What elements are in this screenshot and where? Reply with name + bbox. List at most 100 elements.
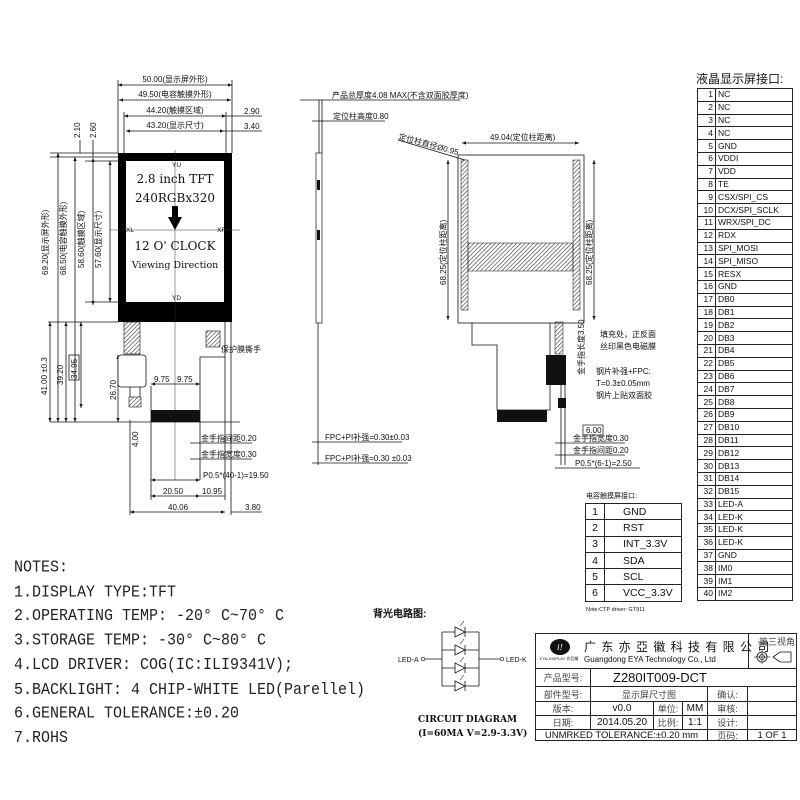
third-angle-projection-icon bbox=[754, 650, 792, 664]
led-diode-icon bbox=[442, 638, 479, 656]
led-k-terminal-icon bbox=[499, 656, 505, 662]
dim-400: 4.00 bbox=[131, 431, 140, 447]
pin-number: 20 bbox=[697, 331, 716, 345]
led-diode-icon bbox=[442, 620, 479, 638]
pin-signal: DB11 bbox=[715, 433, 793, 448]
pin-number: 1 bbox=[697, 88, 716, 102]
pin-signal: DB2 bbox=[715, 318, 793, 333]
viewing-direction-text: Viewing Direction bbox=[131, 260, 219, 271]
pin-number: 14 bbox=[697, 254, 716, 269]
pin-number: 2 bbox=[585, 519, 605, 537]
tear-tab-label: 保护膜撕手 bbox=[221, 344, 261, 354]
pin-number: 23 bbox=[697, 369, 716, 384]
note-2: 2.OPERATING TEMP: -20° C~70° C bbox=[14, 606, 285, 626]
pin-number: 32 bbox=[697, 484, 716, 499]
note-6: 6.GENERAL TOLERANCE:±0.20 bbox=[14, 704, 240, 724]
notes-title: NOTES: bbox=[14, 558, 69, 578]
pin-signal: INT_3.3V bbox=[604, 535, 682, 553]
pin-signal: RST bbox=[604, 519, 682, 537]
dim-600: 6.00 bbox=[586, 426, 602, 435]
led-a-label: LED-A bbox=[398, 657, 419, 664]
pin-number: 26 bbox=[697, 407, 716, 422]
pin-signal: DB10 bbox=[715, 420, 793, 435]
hatched-strip-left bbox=[460, 159, 469, 311]
fpc-pi-label-1: FPC+PI补强=0.30±0.03 bbox=[325, 432, 410, 442]
ctp-note: Note:CTP driver: GT911 bbox=[586, 607, 645, 613]
projection-label: 第三视角: bbox=[759, 637, 798, 647]
pitch-label: P0.5*(40-1)=19.50 bbox=[203, 471, 269, 480]
pin-signal: SPI_MOSI bbox=[715, 241, 793, 256]
note-4: 4.LCD DRIVER: COG(IC:ILI9341V); bbox=[14, 655, 294, 675]
ctp-fingers bbox=[128, 396, 142, 408]
pin-number: 33 bbox=[697, 497, 716, 512]
pin-number: 11 bbox=[697, 215, 716, 230]
back-gold-fingers bbox=[497, 410, 547, 422]
title-block: i! EYA-DISPLAY 亦亞徽 广 东 亦 亞 徽 科 技 有 限 公 司… bbox=[535, 633, 798, 741]
circuit-caption-2: (I=60MA V=2.9-3.3V) bbox=[418, 728, 527, 739]
finger-gap-label: 金手指间距0.20 bbox=[201, 433, 257, 443]
post-distance-width: 49.04(定位柱距离) bbox=[490, 132, 556, 142]
company-name-cn: 广 东 亦 亞 徽 科 技 有 限 公 司 bbox=[584, 640, 771, 654]
part-value: 显示屏尺寸图 bbox=[591, 687, 708, 702]
scale-value: 1:1 bbox=[683, 716, 708, 730]
dim-width-touch: 44.20(触摸区域) bbox=[146, 105, 204, 115]
pin-number: 30 bbox=[697, 459, 716, 473]
pin-signal: SPI_MISO bbox=[715, 254, 793, 269]
axis-yu: YU bbox=[172, 162, 181, 169]
dim-width-display: 43.20(显示尺寸) bbox=[146, 120, 204, 130]
finger-length-label: 金手指长度3.50 bbox=[576, 319, 586, 375]
pin-number: 4 bbox=[697, 126, 716, 141]
date-label: 日期: bbox=[536, 716, 591, 730]
axis-xr: XR bbox=[217, 227, 226, 234]
pin-signal: DCX/SPI_SCLK bbox=[715, 203, 793, 217]
back-finger-width: 金手指宽度0.30 bbox=[573, 433, 629, 443]
dim-975-left: 9.75 bbox=[154, 375, 170, 384]
product-label: 产品型号: bbox=[536, 669, 591, 687]
pin-signal: SCL bbox=[604, 568, 682, 586]
pin-number: 2 bbox=[697, 100, 716, 115]
pin-signal: DB0 bbox=[715, 292, 793, 307]
back-view: 49.04(定位柱距离) 定位柱直径Ø0.95 68.25(定位柱距离) 68.… bbox=[397, 131, 656, 469]
pin-number: 19 bbox=[697, 318, 716, 333]
note-5: 5.BACKLIGHT: 4 CHIP-WHITE LED(Parellel) bbox=[14, 679, 366, 699]
note-3: 3.STORAGE TEMP: -30° C~80° C bbox=[14, 631, 267, 651]
pin-signal: GND bbox=[715, 139, 793, 153]
pin-signal: IM0 bbox=[715, 561, 793, 576]
pin-signal: CSX/SPI_CS bbox=[715, 190, 793, 205]
pin-number: 9 bbox=[697, 190, 716, 205]
dim-3495-box bbox=[68, 354, 80, 381]
pin-number: 10 bbox=[697, 203, 716, 217]
post-distance-height-right: 68.25(定位柱距离) bbox=[584, 219, 594, 285]
pin-signal: LED-K bbox=[715, 523, 793, 537]
dim-260: 2.60 bbox=[89, 122, 98, 138]
pin-number: 24 bbox=[697, 382, 716, 397]
confirm-value bbox=[748, 687, 796, 702]
post-distance-height-left: 68.25(定位柱距离) bbox=[438, 219, 448, 285]
pin-number: 38 bbox=[697, 561, 716, 576]
pin-signal: LED-K bbox=[715, 510, 793, 525]
pin-number: 39 bbox=[697, 574, 716, 589]
pin-number: 3 bbox=[697, 113, 716, 128]
pin-number: 12 bbox=[697, 228, 716, 243]
scale-label: 比例: bbox=[654, 716, 683, 730]
pin-signal: DB6 bbox=[715, 369, 793, 384]
fill-note-2: 丝印黑色电磁膜 bbox=[600, 341, 656, 351]
pin-signal: DB14 bbox=[715, 471, 793, 486]
pin-number: 27 bbox=[697, 420, 716, 435]
version-value: v0.0 bbox=[591, 702, 654, 716]
pin-signal: LED-K bbox=[715, 535, 793, 550]
steel-note-1: 钢片补强+FPC: bbox=[596, 366, 651, 376]
